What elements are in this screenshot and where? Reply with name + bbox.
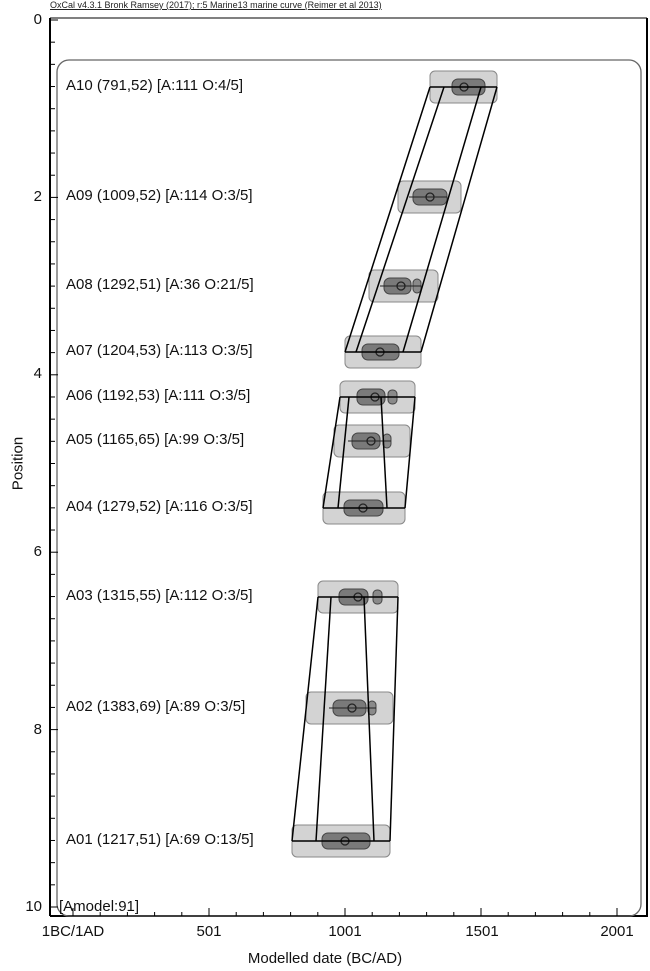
- boundary-left-outer: [322, 396, 341, 509]
- boundary-right-outer: [420, 86, 498, 353]
- model-box: [56, 59, 642, 917]
- row-label: A02 (1383,69) [A:89 O:3/5]: [66, 698, 246, 715]
- y-tick-label: 2: [33, 188, 42, 205]
- boundary-right-outer: [389, 596, 399, 842]
- boundary-right-inner: [402, 86, 482, 353]
- boundary-left-outer: [291, 596, 319, 842]
- y-axis-label: Position: [9, 436, 27, 491]
- boundary-left-inner: [355, 86, 445, 353]
- median-marker: [366, 436, 376, 446]
- x-tick-label: 1BC/1AD: [41, 923, 105, 940]
- y-tick-label: 8: [33, 721, 42, 738]
- row-label: A10 (791,52) [A:111 O:4/5]: [66, 77, 244, 94]
- row-label: A05 (1165,65) [A:99 O:3/5]: [66, 431, 245, 448]
- boundary-right-inner: [380, 396, 388, 509]
- chart-credit: OxCal v4.3.1 Bronk Ramsey (2017); r:5 Ma…: [50, 0, 382, 10]
- row-label: A04 (1279,52) [A:116 O:3/5]: [66, 498, 253, 515]
- row-label: A08 (1292,51) [A:36 O:21/5]: [66, 276, 254, 293]
- row-label: A07 (1204,53) [A:113 O:3/5]: [66, 342, 253, 359]
- y-tick-label: 6: [33, 543, 42, 560]
- row-label: A03 (1315,55) [A:112 O:3/5]: [66, 587, 253, 604]
- boundary-left-outer: [344, 86, 431, 353]
- y-tick-label: 4: [33, 365, 42, 382]
- x-axis-label: Modelled date (BC/AD): [247, 950, 403, 967]
- x-tick-label: 2001: [600, 923, 634, 940]
- y-tick-label: 0: [33, 11, 42, 28]
- boundary-right-outer: [404, 396, 416, 509]
- median-marker: [425, 192, 435, 202]
- x-tick-label: 1001: [328, 923, 362, 940]
- amodel-annotation: [Amodel:91]: [59, 898, 140, 915]
- row-label: A09 (1009,52) [A:114 O:3/5]: [66, 187, 253, 204]
- median-marker: [396, 281, 406, 291]
- boundary-right-inner: [363, 596, 375, 842]
- y-tick-label: 10: [25, 898, 42, 915]
- boundary-left-inner: [315, 596, 332, 842]
- row-label: A06 (1192,53) [A:111 O:3/5]: [66, 387, 251, 404]
- median-marker: [347, 703, 357, 713]
- x-tick-label: 501: [196, 923, 222, 940]
- x-tick-label: 1501: [465, 923, 499, 940]
- boundary-left-inner: [337, 396, 350, 509]
- row-label: A01 (1217,51) [A:69 O:13/5]: [66, 831, 254, 848]
